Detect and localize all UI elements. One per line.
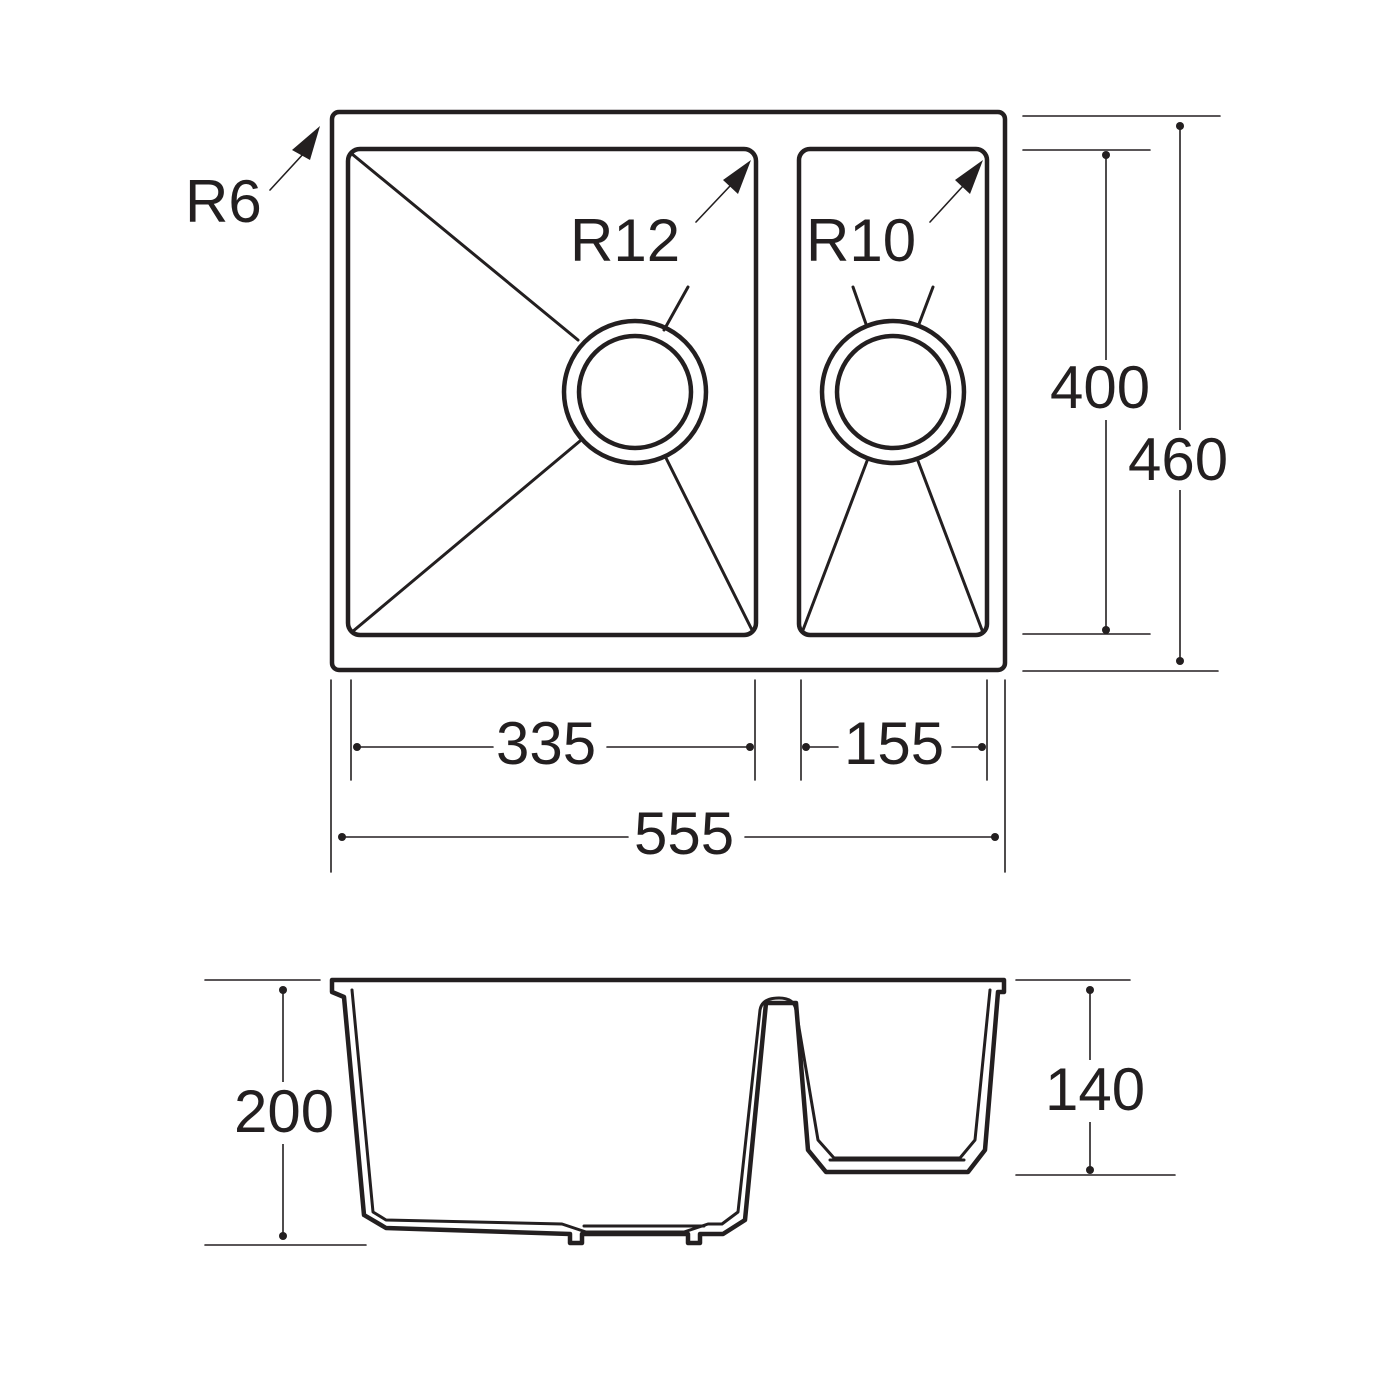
- depth-dimension-lines: [1022, 115, 1228, 672]
- main-bowl-slope-lines: [350, 152, 754, 634]
- sink-section-inner: [350, 988, 992, 1234]
- depth-inner-label: 400: [1050, 354, 1150, 421]
- depth-overall-label: 460: [1128, 426, 1228, 493]
- height-dimension-lines: [204, 979, 1176, 1246]
- height-small-bowl-label: 140: [1045, 1056, 1145, 1123]
- radius-callout-r12: [695, 160, 751, 223]
- plan-view: R6 R12 R10 400 460: [185, 109, 1228, 873]
- radius-label-r6: R6: [185, 168, 262, 235]
- width-small-bowl-label: 155: [844, 710, 944, 777]
- width-dimension-lines: [330, 679, 1006, 873]
- radius-label-r12: R12: [570, 207, 680, 274]
- width-overall-label: 555: [634, 800, 734, 867]
- small-bowl-slope-lines: [801, 285, 984, 632]
- section-view: 200 140: [204, 977, 1176, 1246]
- small-bowl-outline: [796, 146, 990, 638]
- small-bowl-waste: [819, 318, 967, 466]
- radius-callout-r10: [929, 160, 983, 223]
- height-main-bowl-label: 200: [234, 1078, 334, 1145]
- radius-label-r10: R10: [806, 207, 916, 274]
- width-main-bowl-label: 335: [496, 710, 596, 777]
- sink-outline: [329, 109, 1008, 673]
- sink-section-outer: [329, 977, 1007, 1246]
- main-bowl-outline: [345, 146, 759, 638]
- main-bowl-waste: [561, 318, 709, 466]
- radius-callout-r6: [269, 126, 320, 191]
